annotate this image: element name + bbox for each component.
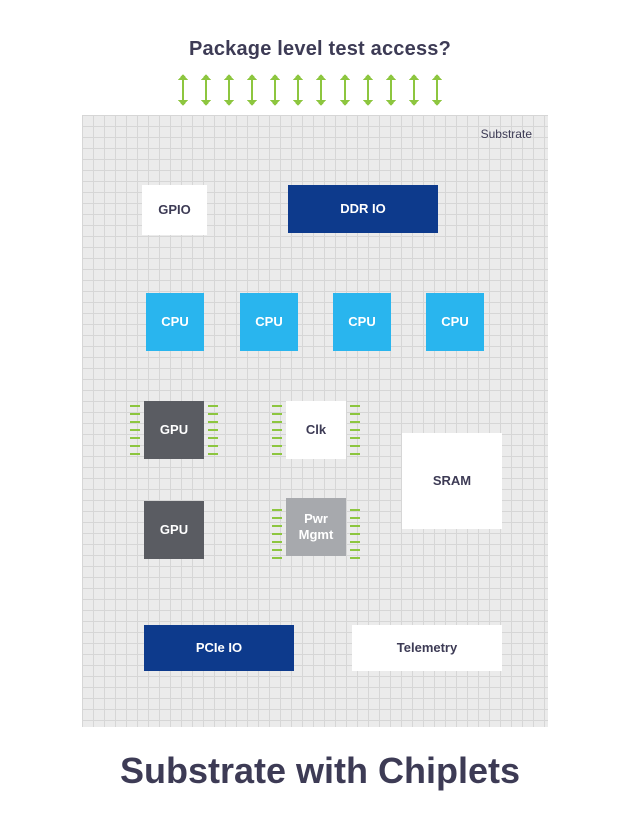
cpu-2-top-pins — [240, 279, 298, 289]
pwr-mgmt-label: Pwr Mgmt — [298, 510, 334, 542]
chiplet-gpu-1: GPU — [144, 401, 204, 459]
chiplet-gpu-2: GPU — [144, 501, 204, 559]
cpu-3-top-pins — [333, 279, 391, 289]
bidirectional-arrow-icon — [178, 74, 188, 106]
chiplet-sram: SRAM — [402, 433, 502, 529]
bidirectional-arrow-icon — [385, 74, 396, 106]
cpu-4-top-pins — [426, 279, 484, 289]
substrate-label: Substrate — [480, 127, 532, 141]
telemetry-top-pins — [396, 611, 454, 621]
package-test-access-label: Package level test access? — [188, 38, 452, 60]
chiplet-pwr-mgmt: Pwr Mgmt — [286, 498, 346, 556]
clk-left-pins — [272, 403, 282, 459]
diagram-caption: Substrate with Chiplets — [119, 750, 521, 791]
bidirectional-arrow-icon — [339, 74, 350, 106]
bidirectional-arrow-icon — [201, 74, 212, 106]
chiplet-cpu-4: CPU — [426, 293, 484, 351]
chiplet-cpu-3: CPU — [333, 293, 391, 351]
bidirectional-arrow-icon — [293, 74, 304, 106]
pcie-io-bottom-pins — [146, 677, 292, 687]
chiplet-pcie-io: PCIe IO — [144, 625, 294, 671]
substrate: Substrate GPIO DDR IO CPU CPU CPU CPU GP… — [82, 115, 548, 727]
ddr-io-top-pins — [290, 172, 436, 182]
bidirectional-arrow-icon — [431, 74, 442, 106]
bidirectional-arrow-icon — [247, 74, 258, 106]
gpu-2-top-pins — [146, 487, 204, 497]
test-access-arrows — [178, 74, 442, 106]
gpio-top-pins — [142, 172, 204, 182]
cpu-1-bottom-pins — [146, 355, 204, 365]
chiplet-clk: Clk — [286, 401, 346, 459]
chiplet-telemetry: Telemetry — [352, 625, 502, 671]
pwr-mgmt-right-pins — [350, 507, 360, 563]
gpio-bottom-pins — [142, 238, 204, 248]
pwr-mgmt-left-pins — [272, 507, 282, 563]
telemetry-bottom-pins — [396, 677, 454, 687]
bidirectional-arrow-icon — [224, 74, 235, 106]
gpu-2-bottom-pins — [146, 565, 204, 575]
chiplet-ddr-io: DDR IO — [288, 185, 438, 233]
gpu-1-right-pins — [208, 403, 218, 459]
sram-bottom-pins — [404, 533, 500, 543]
bidirectional-arrow-icon — [316, 74, 327, 106]
cpu-2-bottom-pins — [240, 355, 298, 365]
cpu-4-bottom-pins — [426, 355, 484, 365]
sram-top-pins — [404, 419, 500, 429]
pcie-io-top-pins — [146, 611, 292, 621]
bidirectional-arrow-icon — [408, 74, 419, 106]
clk-right-pins — [350, 403, 360, 459]
cpu-1-top-pins — [146, 279, 204, 289]
gpu-1-left-pins — [130, 403, 140, 459]
chiplet-cpu-2: CPU — [240, 293, 298, 351]
bidirectional-arrow-icon — [362, 74, 373, 106]
cpu-3-bottom-pins — [333, 355, 391, 365]
chiplet-cpu-1: CPU — [146, 293, 204, 351]
chiplet-gpio: GPIO — [142, 185, 207, 235]
bidirectional-arrow-icon — [270, 74, 281, 106]
